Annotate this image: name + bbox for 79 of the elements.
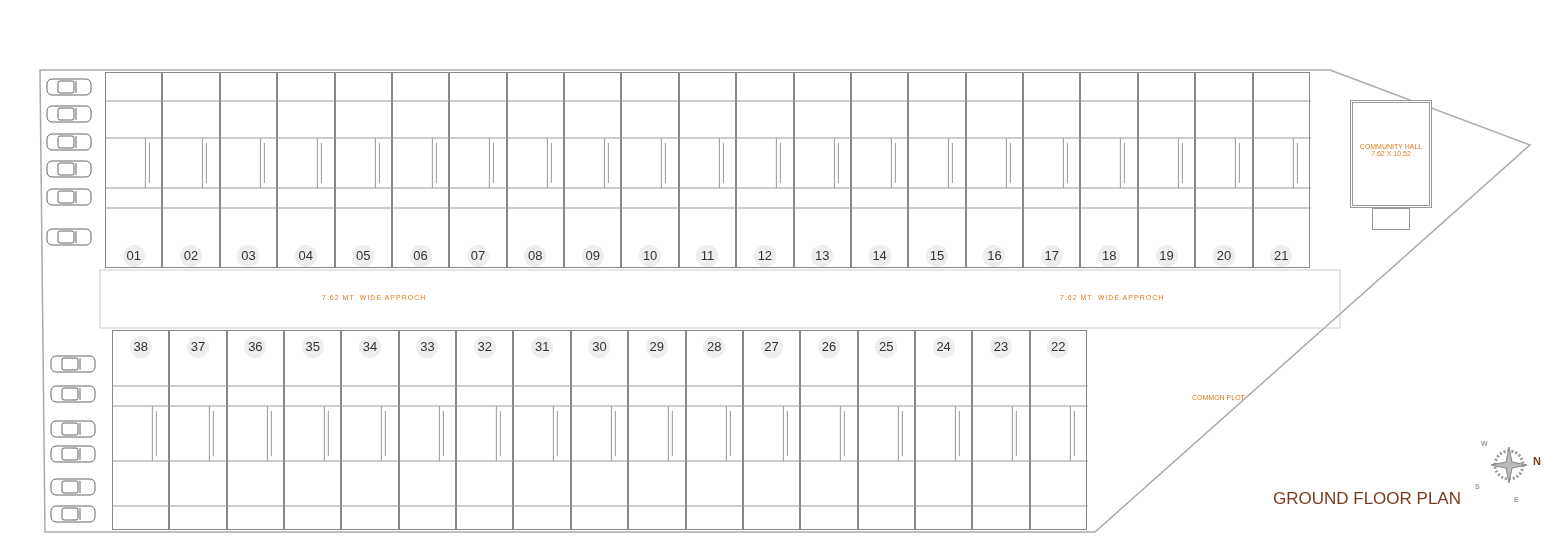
unit-number: 20 [1212, 245, 1235, 267]
unit-number: 23 [989, 336, 1012, 358]
unit-plan [219, 72, 278, 268]
unit-number: 29 [645, 336, 668, 358]
unit-number: 34 [359, 336, 382, 358]
unit-number: 03 [237, 245, 260, 267]
unit-plan [105, 72, 163, 268]
unit-number: 19 [1155, 245, 1178, 267]
compass-letter: N [1533, 455, 1541, 467]
unit-number: 01 [122, 245, 145, 267]
unit-number: 38 [129, 336, 152, 358]
unit-number: 12 [753, 245, 776, 267]
unit-number: 26 [817, 336, 840, 358]
unit-plan [1080, 72, 1138, 268]
unit-plan [277, 72, 335, 268]
unit-number: 22 [1047, 336, 1070, 358]
unit-plan [857, 330, 915, 530]
unit-number: 33 [416, 336, 439, 358]
unit-plan [914, 330, 973, 530]
unit-number: 35 [301, 336, 324, 358]
unit-plan [162, 72, 220, 268]
unit-plan [513, 330, 571, 530]
unit-number: 13 [811, 245, 834, 267]
unit-plan [1195, 72, 1253, 268]
unit-plan [456, 330, 514, 530]
unit-plan [678, 72, 737, 268]
unit-plan [621, 72, 679, 268]
unit-number: 28 [703, 336, 726, 358]
unit-number: 10 [639, 245, 662, 267]
unit-plan [793, 72, 851, 268]
unit-plan [169, 330, 227, 530]
unit-plan [226, 330, 285, 530]
unit-plan [1137, 72, 1196, 268]
unit-plan [1252, 72, 1310, 268]
unit-plan [800, 330, 858, 530]
unit-plan [112, 330, 170, 530]
unit-plan [570, 330, 629, 530]
hall-outline [1350, 100, 1432, 208]
unit-number: 06 [409, 245, 432, 267]
unit-plan [449, 72, 507, 268]
unit-number: 16 [983, 245, 1006, 267]
unit-plan [398, 330, 457, 530]
unit-plan [506, 72, 565, 268]
unit-number: 14 [868, 245, 891, 267]
unit-plan [908, 72, 966, 268]
unit-plan [391, 72, 450, 268]
unit-number: 02 [180, 245, 203, 267]
unit-number: 15 [926, 245, 948, 267]
plan-title: GROUND FLOOR PLAN [1273, 489, 1461, 509]
unit-plan [736, 72, 794, 268]
unit-number: 18 [1098, 245, 1121, 267]
unit-number: 36 [244, 336, 267, 358]
unit-plan [972, 330, 1030, 530]
unit-plan [284, 330, 342, 530]
unit-number: 11 [696, 245, 719, 267]
unit-plan [685, 330, 743, 530]
unit-plan [628, 330, 686, 530]
unit-number: 08 [524, 245, 547, 267]
unit-plan [965, 72, 1024, 268]
unit-number: 04 [294, 245, 317, 267]
unit-number: 24 [932, 336, 955, 358]
unit-plan [742, 330, 801, 530]
unit-number: 21 [1270, 245, 1293, 267]
unit-plan [850, 72, 909, 268]
unit-plan [334, 72, 392, 268]
unit-number: 32 [473, 336, 496, 358]
unit-plan [1023, 72, 1081, 268]
unit-number: 07 [466, 245, 489, 267]
unit-number: 05 [352, 245, 375, 267]
unit-number: 25 [875, 336, 898, 358]
unit-plan [341, 330, 399, 530]
unit-number: 17 [1040, 245, 1063, 267]
unit-plan [564, 72, 622, 268]
unit-number: 31 [531, 336, 554, 358]
unit-number: 09 [581, 245, 604, 267]
unit-number: 27 [760, 336, 783, 358]
unit-number: 37 [187, 336, 209, 358]
unit-plan [1029, 330, 1087, 530]
unit-number: 30 [588, 336, 611, 358]
